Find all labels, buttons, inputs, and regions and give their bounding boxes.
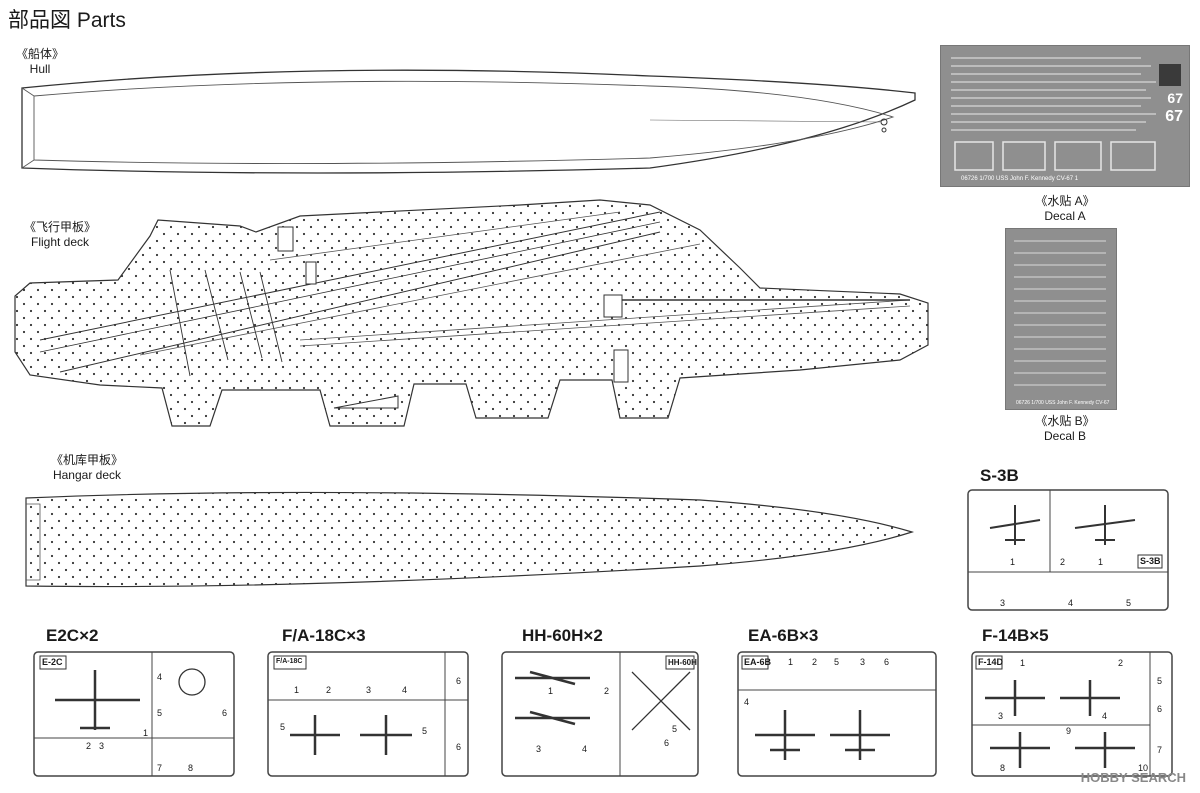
ea6b-tag: EA-6B	[744, 657, 772, 667]
part-number: 3	[366, 685, 372, 695]
part-number: 5	[280, 722, 286, 732]
decal-a-hull-number-large: 67	[1165, 108, 1183, 125]
part-number: 1	[143, 728, 149, 738]
part-number: 3	[99, 741, 105, 751]
part-number: 3	[860, 657, 866, 667]
part-number: 4	[157, 672, 163, 682]
hull-label-cn: 《船体》	[15, 47, 64, 61]
part-number: 6	[884, 657, 890, 667]
hh60-sprue	[501, 651, 699, 777]
part-number: 4	[744, 697, 750, 707]
part-number: 5	[672, 724, 678, 734]
ea6b-title: EA-6B×3	[748, 626, 819, 645]
page-title: 部品図 Parts	[8, 9, 126, 32]
flight-deck-label-en: Flight deck	[30, 235, 90, 249]
part-number: 2	[812, 657, 818, 667]
part-number: 5	[422, 726, 428, 736]
f14-tag: F-14D	[978, 657, 1004, 667]
hangar-deck-part	[25, 491, 915, 588]
part-number: 9	[1066, 726, 1072, 736]
fa18-sprue	[267, 651, 469, 777]
decal-a-label-cn: 《水贴 A》	[1035, 194, 1095, 208]
part-number: 1	[548, 686, 554, 696]
part-number: 2	[1118, 658, 1124, 668]
part-number: 2	[1060, 557, 1066, 567]
s3b-sprue	[967, 489, 1169, 611]
part-number: 1	[294, 685, 300, 695]
hh60-title: HH-60H×2	[522, 626, 603, 645]
part-number: 3	[1000, 598, 1006, 608]
part-number: 2	[326, 685, 332, 695]
decal-b-label: 《水贴 B》 Decal B	[1030, 414, 1100, 444]
part-number: 6	[222, 708, 228, 718]
part-number: 6	[456, 676, 462, 686]
part-number: 10	[1138, 763, 1149, 773]
decal-b-artwork	[1014, 240, 1106, 386]
part-number: 8	[1000, 763, 1006, 773]
part-number: 5	[157, 708, 163, 718]
f14-title: F-14B×5	[982, 626, 1049, 645]
part-number: 7	[157, 763, 163, 773]
part-number: 4	[402, 685, 408, 695]
f14-sprue	[971, 651, 1173, 777]
hull-part	[21, 69, 916, 174]
hangar-deck-label: 《机库甲板》 Hangar deck	[44, 453, 130, 483]
hangar-deck-label-cn: 《机库甲板》	[50, 453, 123, 467]
e2c-title: E2C×2	[46, 626, 99, 645]
decal-a-label: 《水贴 A》 Decal A	[1030, 194, 1100, 224]
part-number: 1	[1010, 557, 1016, 567]
decal-a-hull-number: 67	[1167, 90, 1183, 106]
flight-deck-label: 《飞行甲板》 Flight deck	[22, 220, 98, 250]
part-number: 6	[664, 738, 670, 748]
hangar-deck-label-en: Hangar deck	[52, 468, 122, 482]
decal-a-caption: 06726 1/700 USS John F. Kennedy CV-67 1	[961, 176, 1079, 182]
part-number: 7	[1157, 745, 1163, 755]
part-number: 5	[1126, 598, 1132, 608]
s3b-tag: S-3B	[1140, 556, 1161, 566]
s3b-title: S-3B	[980, 466, 1019, 485]
part-number: 8	[188, 763, 194, 773]
part-number: 4	[582, 744, 588, 754]
e2c-sprue	[33, 651, 235, 777]
part-number: 1	[1098, 557, 1104, 567]
decal-a-label-en: Decal A	[1044, 209, 1086, 223]
fa18-title: F/A-18C×3	[282, 626, 366, 645]
part-number: 4	[1102, 711, 1108, 721]
fa18-tag: F/A-18C	[276, 658, 303, 665]
decal-b-caption: 06726 1/700 USS John F. Kennedy CV-67	[1016, 400, 1110, 406]
part-number: 6	[1157, 704, 1163, 714]
part-number: 6	[456, 742, 462, 752]
hull-label-en: Hull	[29, 62, 51, 76]
decal-b-label-cn: 《水贴 B》	[1035, 414, 1095, 428]
part-number: 2	[604, 686, 610, 696]
part-number: 4	[1068, 598, 1074, 608]
watermark: HOBBY SEARCH	[1080, 770, 1186, 785]
ea6b-sprue	[737, 651, 937, 777]
hh60-tag: HH-60H	[668, 658, 697, 667]
part-number: 5	[834, 657, 840, 667]
part-number: 1	[788, 657, 794, 667]
e2c-tag: E-2C	[42, 657, 63, 667]
decal-a-artwork	[951, 57, 1181, 171]
decal-a-sheet: 67 67 06726 1/700 USS John F. Kennedy CV…	[940, 45, 1190, 187]
hull-label: 《船体》 Hull	[10, 47, 70, 77]
flight-deck-label-cn: 《飞行甲板》	[23, 220, 96, 234]
part-number: 3	[536, 744, 542, 754]
decal-b-sheet: 06726 1/700 USS John F. Kennedy CV-67	[1005, 228, 1117, 410]
part-number: 3	[998, 711, 1004, 721]
flight-deck-part	[14, 199, 929, 427]
part-number: 5	[1157, 676, 1163, 686]
part-number: 1	[1020, 658, 1026, 668]
part-number: 2	[86, 741, 92, 751]
decal-b-label-en: Decal B	[1043, 429, 1087, 443]
